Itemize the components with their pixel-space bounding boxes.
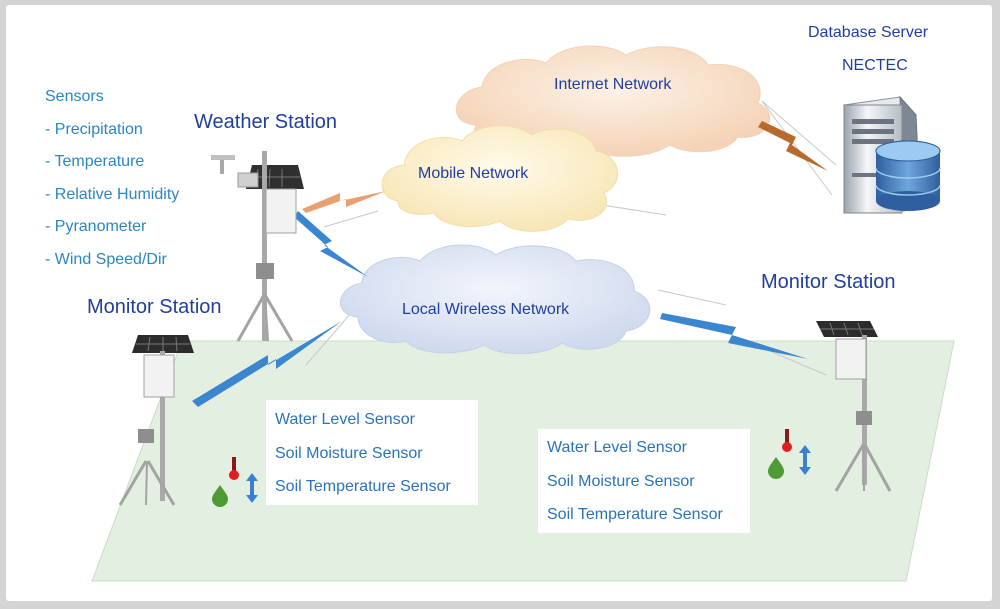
field-sensor-item: Water Level Sensor: [275, 411, 415, 428]
water-level-arrow-icon: [799, 445, 811, 475]
link-weather-mobile: [302, 191, 386, 213]
monitor-station-left-title: Monitor Station: [87, 296, 222, 318]
link-database-internet: [758, 121, 828, 171]
monitor-station-left-icon: [118, 335, 194, 506]
diagram-frame: Database Server NECTEC Internet Network …: [6, 5, 992, 601]
monitor-station-right-title: Monitor Station: [761, 271, 896, 293]
database-server-icon: [843, 95, 941, 214]
thermometer-icon: [782, 429, 792, 452]
field-sensor-box-right: Water Level Sensor Soil Moisture Sensor …: [538, 429, 750, 533]
thermometer-icon: [229, 457, 239, 480]
link-weather-local: [294, 211, 368, 277]
mobile-network-label: Mobile Network: [418, 165, 529, 182]
field-area: [91, 340, 955, 582]
water-drop-icon: [212, 485, 228, 507]
sensor-list-item: - Relative Humidity: [45, 186, 180, 203]
sensor-list-item: - Precipitation: [45, 121, 143, 138]
database-server-label: Database Server: [808, 24, 929, 41]
link-leftstation-local: [192, 321, 342, 407]
internet-network-label: Internet Network: [554, 76, 672, 93]
field-sensor-item: Soil Temperature Sensor: [547, 506, 723, 523]
local-wireless-network-label: Local Wireless Network: [402, 301, 570, 318]
link-rightstation-local: [660, 313, 808, 359]
sensor-list-item: - Wind Speed/Dir: [45, 251, 167, 268]
database-org-label: NECTEC: [842, 57, 908, 74]
field-sensor-box-left: Water Level Sensor Soil Moisture Sensor …: [266, 400, 478, 505]
water-drop-icon: [768, 457, 784, 479]
sensor-list-item: - Pyranometer: [45, 218, 147, 235]
field-sensor-item: Soil Moisture Sensor: [547, 473, 695, 490]
weather-station-icon: [211, 151, 304, 342]
sensors-title: Sensors: [45, 88, 104, 105]
field-sensor-item: Soil Temperature Sensor: [275, 478, 451, 495]
water-level-arrow-icon: [246, 473, 258, 503]
local-wireless-cloud: [339, 244, 651, 355]
field-sensor-item: Water Level Sensor: [547, 439, 687, 456]
weather-station-title: Weather Station: [194, 111, 338, 133]
sensor-list-item: - Temperature: [45, 153, 145, 170]
monitor-station-right-icon: [816, 321, 892, 492]
mobile-cloud: [381, 125, 619, 232]
field-sensor-item: Soil Moisture Sensor: [275, 445, 423, 462]
